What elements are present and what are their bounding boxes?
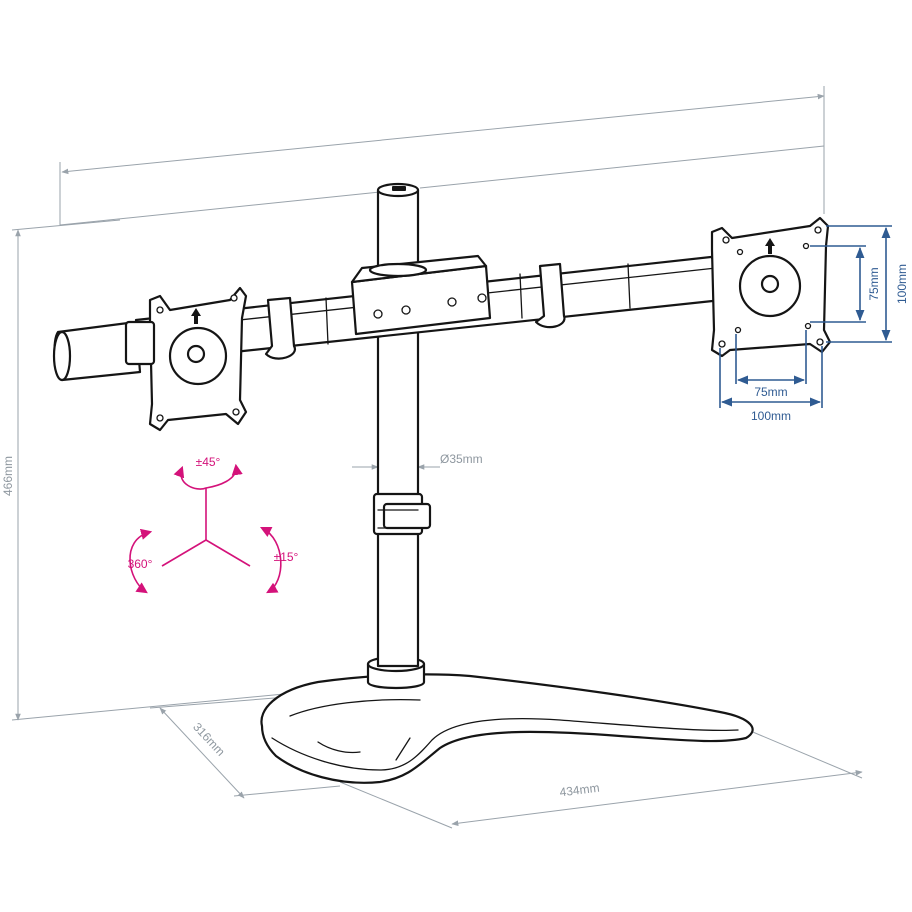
vesa-vertical-outer-label: 100mm	[895, 264, 909, 304]
vesa-horizontal-outer-label: 100mm	[751, 409, 791, 423]
rotation-indicator	[129, 463, 282, 594]
width-label: 434mm	[559, 781, 600, 800]
left-vesa-plate	[124, 286, 248, 432]
tilt-label: ±15°	[274, 550, 299, 564]
right-vesa-plate	[710, 216, 832, 358]
pole	[366, 182, 432, 690]
vesa-horizontal-inner-label: 75mm	[754, 385, 787, 399]
depth-label: 316mm	[190, 720, 228, 759]
swivel-label: ±45°	[196, 455, 221, 469]
vesa-vertical-inner-label: 75mm	[867, 267, 881, 300]
height-label: 466mm	[1, 456, 15, 496]
vesa-dimension-lines	[719, 225, 892, 408]
rotate-label: 360°	[128, 557, 153, 571]
crossbar-arm	[52, 254, 728, 382]
overall-dimension-lines	[11, 86, 863, 829]
stand-base	[260, 673, 754, 784]
pole-diameter-label: Ø35mm	[440, 452, 483, 466]
